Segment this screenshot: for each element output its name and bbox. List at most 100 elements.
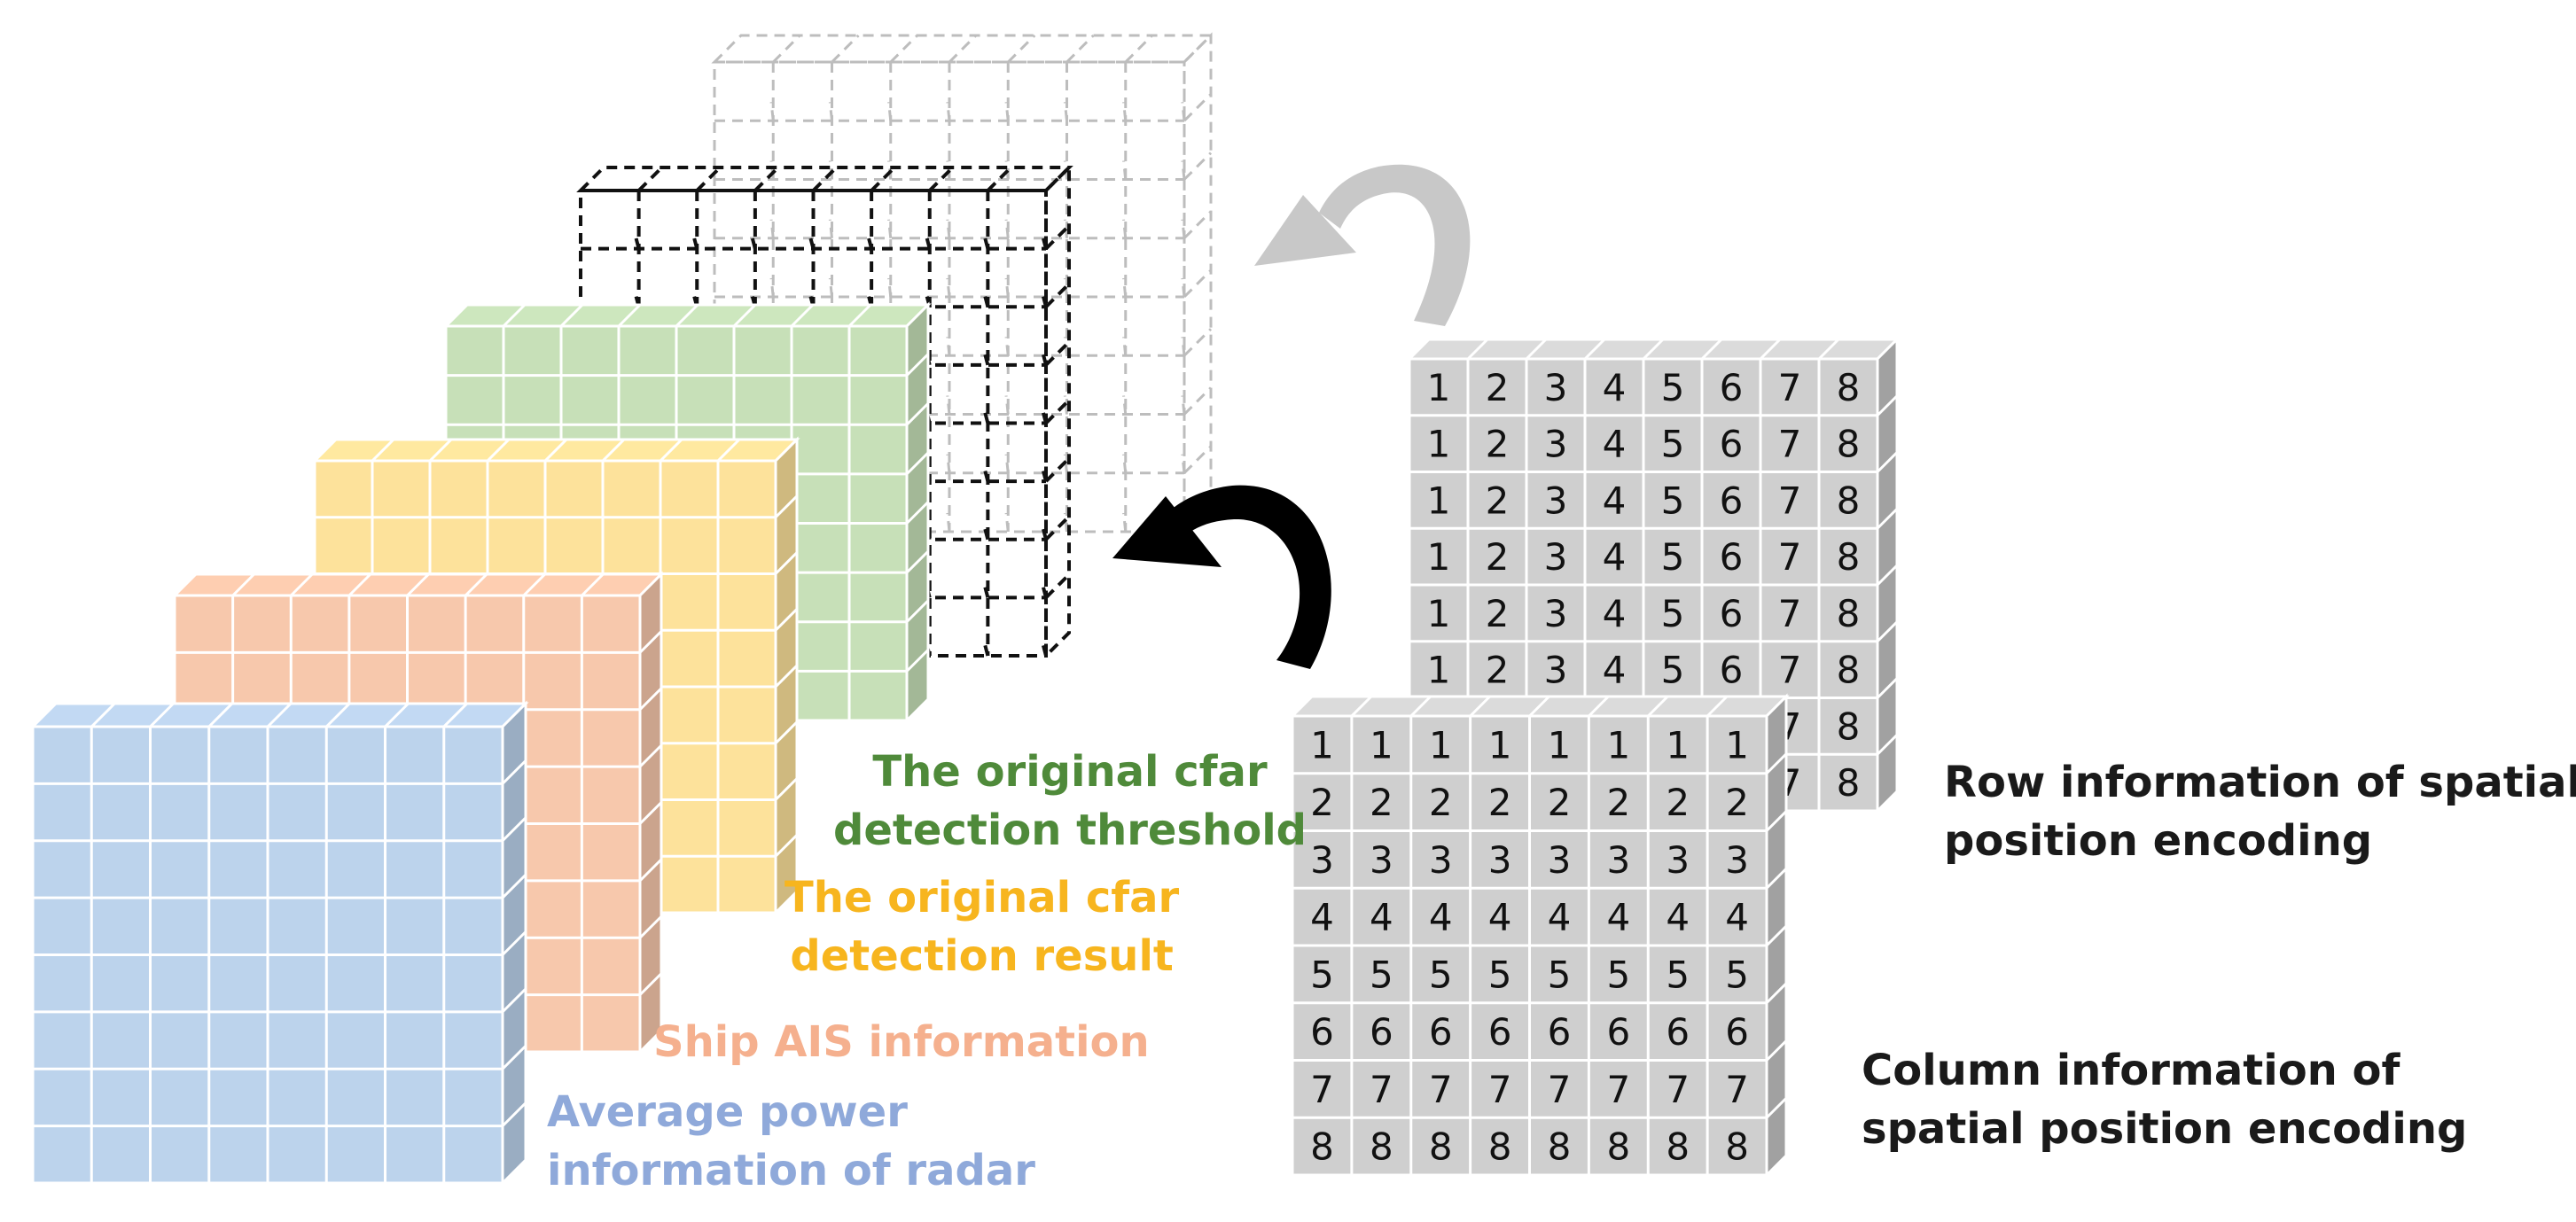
grid-line bbox=[149, 702, 175, 728]
grid-line bbox=[659, 438, 683, 463]
encoding-cell-value: 2 bbox=[1548, 781, 1572, 824]
grid-line bbox=[347, 572, 371, 597]
encoding-cell-value: 1 bbox=[1427, 592, 1451, 635]
caption-cfar-threshold: The original cfar detection threshold bbox=[833, 743, 1307, 860]
arrow-light-gray bbox=[1254, 164, 1471, 326]
grid-line bbox=[772, 34, 801, 64]
encoding-cell-value: 4 bbox=[1488, 896, 1512, 939]
grid-line bbox=[865, 231, 874, 250]
grid-line bbox=[828, 160, 833, 180]
grid-line bbox=[1706, 695, 1729, 718]
encoding-cell-value: 8 bbox=[1837, 535, 1861, 579]
arrow-black bbox=[1112, 485, 1331, 669]
encoding-cell-value: 2 bbox=[1370, 781, 1393, 824]
encoding-cell-value: 5 bbox=[1661, 592, 1685, 635]
grid-line bbox=[1817, 338, 1840, 361]
grid-line bbox=[501, 759, 527, 785]
encoding-cell-value: 8 bbox=[1837, 704, 1861, 748]
encoding-cell-value: 8 bbox=[1725, 1125, 1749, 1169]
grid-line bbox=[207, 702, 233, 728]
caption-ship-ais: Ship AIS information bbox=[653, 1013, 1150, 1071]
encoding-cell-value: 5 bbox=[1661, 649, 1685, 692]
encoding-cell-value: 3 bbox=[1666, 838, 1690, 882]
encoding-cell-value: 4 bbox=[1603, 479, 1627, 522]
encoding-cell-value: 4 bbox=[1606, 896, 1630, 939]
grid-line bbox=[501, 987, 527, 1013]
grid-line bbox=[638, 630, 663, 654]
encoding-cell-value: 4 bbox=[1548, 896, 1572, 939]
encoding-cell-value: 5 bbox=[1370, 953, 1393, 996]
encoding-cell-value: 1 bbox=[1548, 723, 1572, 767]
encoding-cell-value: 1 bbox=[1427, 535, 1451, 579]
grid-line bbox=[946, 102, 951, 121]
grid-line bbox=[442, 702, 468, 728]
grid-line bbox=[981, 639, 990, 657]
grid-line bbox=[1765, 752, 1788, 774]
grid-line bbox=[406, 572, 430, 597]
grid-line bbox=[1183, 445, 1213, 474]
grid-line bbox=[501, 1045, 527, 1070]
encoding-cell-value: 1 bbox=[1427, 366, 1451, 409]
grid-line bbox=[946, 219, 951, 238]
encoding-cell-value: 7 bbox=[1606, 1068, 1630, 1111]
encoding-cell-value: 6 bbox=[1720, 479, 1744, 522]
encoding-cell-value: 3 bbox=[1310, 838, 1334, 882]
encoding-cell-value: 7 bbox=[1666, 1068, 1690, 1111]
layer-top-face bbox=[711, 34, 1214, 64]
encoding-cell-value: 4 bbox=[1429, 896, 1453, 939]
encoding-cell-value: 6 bbox=[1720, 649, 1744, 692]
arrow-body bbox=[1319, 164, 1471, 326]
grid-line bbox=[928, 166, 955, 192]
grid-line bbox=[1044, 572, 1071, 599]
grid-line bbox=[691, 231, 699, 250]
grid-line bbox=[1044, 515, 1071, 541]
grid-line bbox=[946, 277, 951, 298]
grid-line bbox=[769, 102, 775, 121]
grid-line bbox=[1765, 982, 1788, 1004]
encoding-cell-value: 4 bbox=[1666, 896, 1690, 939]
encoding-cell-value: 5 bbox=[1666, 953, 1690, 996]
caption-line: information of radar bbox=[547, 1146, 1035, 1195]
grid-line bbox=[774, 551, 799, 575]
grid-line bbox=[1040, 231, 1048, 250]
grid-line bbox=[1122, 337, 1128, 356]
grid-line bbox=[1469, 695, 1491, 718]
arrow-head bbox=[1112, 496, 1222, 567]
encoding-cell-value: 2 bbox=[1486, 649, 1510, 692]
encoding-cell-value: 5 bbox=[1310, 953, 1334, 996]
encoding-cell-value: 6 bbox=[1429, 1010, 1453, 1054]
encoding-cell-value: 8 bbox=[1548, 1125, 1572, 1169]
encoding-cell-value: 8 bbox=[1429, 1125, 1453, 1169]
grid-line bbox=[1181, 219, 1186, 238]
grid-line bbox=[790, 303, 815, 328]
encoding-cell-value: 8 bbox=[1837, 649, 1861, 692]
encoding-cell-value: 3 bbox=[1544, 479, 1568, 522]
grid-line bbox=[637, 166, 664, 192]
grid-line bbox=[981, 523, 990, 541]
encoding-cell-value: 6 bbox=[1548, 1010, 1572, 1054]
encoding-cell-value: 3 bbox=[1370, 838, 1393, 882]
grid-line bbox=[905, 550, 930, 574]
grid-line bbox=[887, 277, 893, 298]
grid-line bbox=[1350, 695, 1372, 718]
grid-line bbox=[1122, 219, 1128, 238]
grid-line bbox=[1040, 406, 1048, 424]
encoding-cell-value: 2 bbox=[1488, 781, 1512, 824]
grid-line bbox=[1066, 34, 1095, 64]
grid-line bbox=[981, 406, 990, 424]
grid-line bbox=[501, 1101, 527, 1127]
grid-line bbox=[774, 720, 799, 744]
encoding-cell-value: 2 bbox=[1486, 423, 1510, 466]
grid-line bbox=[774, 608, 799, 632]
encoding-cell-value: 4 bbox=[1370, 896, 1393, 939]
grid-line bbox=[1466, 338, 1489, 361]
grid-line bbox=[638, 915, 663, 939]
grid-line bbox=[981, 348, 990, 366]
grid-line bbox=[1004, 337, 1010, 356]
encoding-cell-value: 6 bbox=[1606, 1010, 1630, 1054]
grid-line bbox=[769, 277, 775, 298]
encoding-cell-value: 1 bbox=[1427, 649, 1451, 692]
caption-line: Column information of bbox=[1862, 1046, 2400, 1095]
